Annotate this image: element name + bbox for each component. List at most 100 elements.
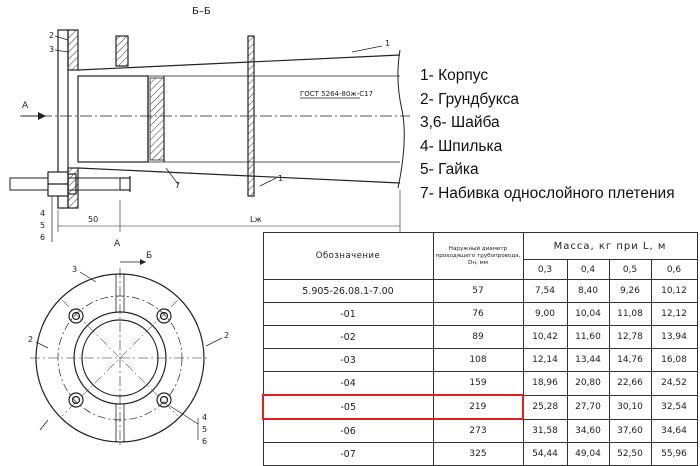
parts-legend: 1- Корпус 2- Грундбукса 3,6- Шайба 4- Шп… [420, 64, 700, 205]
plan-callout-5: 5 [202, 425, 207, 434]
mass-cell: 14,76 [608, 348, 652, 372]
table-row: 5.905-26.08.1-7.00 57 7,54 8,40 9,26 10,… [262, 279, 698, 303]
diameter-cell: 219 [432, 394, 524, 420]
mass-cell: 55,96 [650, 442, 698, 466]
legend-item: 1- Корпус [420, 67, 489, 84]
table-row: -04 159 18,96 20,80 22,66 24,52 [262, 371, 698, 396]
mass-cell: 12,14 [522, 348, 568, 372]
view-a-label: A [114, 239, 121, 249]
section-view: Б–Б A [9, 6, 410, 242]
header-diameter: Наружный диаметр проходящего трубопровод… [432, 232, 524, 280]
designation-cell: -02 [262, 325, 434, 349]
mass-cell: 31,58 [522, 418, 568, 443]
mass-cell: 52,50 [608, 442, 652, 466]
arrow-a-label: A [22, 101, 29, 111]
section-callouts: 2 3 1 1 7 4 5 6 [40, 31, 390, 242]
mass-cell: 37,60 [608, 418, 652, 443]
mass-cell: 12,12 [650, 302, 698, 326]
plan-callouts: 3 2 2 4 5 6 [28, 265, 229, 446]
mass-cell: 34,64 [650, 418, 698, 443]
designation-cell: -04 [262, 371, 434, 396]
callout-1-mid: 1 [278, 174, 283, 183]
table-row: -03 108 12,14 13,44 14,76 16,08 [262, 348, 698, 372]
bolt-ne [156, 308, 172, 324]
table-row: -06 273 31,58 34,60 37,60 34,64 [262, 418, 698, 443]
dim-l: Lж [250, 215, 262, 224]
table-row: -07 325 54,44 49,04 52,50 55,96 [262, 442, 698, 466]
mass-cell: 13,44 [566, 348, 610, 372]
mass-cell: 18,96 [522, 371, 568, 396]
mass-cell: 10,12 [650, 279, 698, 303]
designation-cell: 5.905-26.08.1-7.00 [262, 279, 434, 303]
diameter-cell: 273 [432, 418, 524, 443]
table-row: -02 89 10,42 11,60 12,78 13,94 [262, 325, 698, 349]
mass-cell: 11,08 [608, 302, 652, 326]
mass-cell: 22,66 [608, 371, 652, 396]
section-label: Б–Б [192, 6, 211, 17]
legend-item: 4- Шпилька [420, 137, 503, 155]
legend-item: 7- Набивка однослойного плетения [420, 184, 675, 202]
mass-cell: 16,08 [650, 348, 698, 372]
length-header: 0,5 [608, 259, 652, 280]
section-b-label: Б [146, 251, 152, 261]
callout-1-top: 1 [385, 39, 390, 48]
mass-cell: 9,00 [522, 302, 568, 326]
table-row: -01 76 9,00 10,04 11,08 12,12 [262, 302, 698, 326]
mass-cell: 24,52 [650, 371, 698, 396]
washer-top [115, 35, 129, 67]
plan-callout-2-left: 2 [28, 335, 33, 344]
diameter-cell: 108 [432, 348, 524, 372]
header-designation: Обозначение [262, 232, 434, 280]
mass-cell: 54,44 [522, 442, 568, 466]
table-row-highlighted: -05 219 25,28 27,70 30,10 32,54 [262, 394, 698, 420]
plan-callout-6: 6 [202, 437, 207, 446]
plan-callout-2-right: 2 [224, 331, 229, 340]
gost-label: ГОСТ 5264-80ж-С17 [300, 90, 373, 98]
length-header: 0,3 [522, 259, 568, 280]
plan-view: A Б [30, 239, 223, 448]
header-mass: Масса, кг при L, м [522, 232, 698, 260]
mass-cell: 11,60 [566, 325, 610, 349]
bolt-nw [68, 308, 84, 324]
callout-4: 4 [40, 209, 45, 218]
mass-cell: 13,94 [650, 325, 698, 349]
plan-callout-3: 3 [72, 265, 77, 274]
mass-cell: 10,04 [566, 302, 610, 326]
callout-3: 3 [49, 45, 54, 54]
mass-cell: 27,70 [566, 394, 610, 420]
dim-50: 50 [88, 215, 98, 224]
length-header: 0,6 [650, 259, 698, 280]
legend-item: 5- Гайка [420, 161, 479, 178]
bolt-se [156, 392, 172, 408]
mass-cell: 49,04 [566, 442, 610, 466]
spec-table: Обозначение Наружный диаметр проходящего… [262, 232, 698, 466]
packing [149, 77, 165, 161]
diameter-cell: 159 [432, 371, 524, 396]
legend-item: 2- Грундбукса [420, 90, 520, 108]
diameter-cell: 57 [432, 279, 524, 303]
callout-5: 5 [40, 221, 45, 230]
mass-cell: 9,26 [608, 279, 652, 303]
mass-cell: 10,42 [522, 325, 568, 349]
mass-cell: 32,54 [650, 394, 698, 420]
callout-6: 6 [40, 233, 45, 242]
flange-top [67, 29, 79, 71]
mass-cell: 25,28 [522, 394, 568, 420]
mass-cell: 8,40 [566, 279, 610, 303]
callout-7: 7 [175, 181, 180, 190]
diameter-cell: 89 [432, 325, 524, 349]
diameter-cell: 76 [432, 302, 524, 326]
callout-2: 2 [49, 31, 54, 40]
designation-cell: -03 [262, 348, 434, 372]
diameter-cell: 325 [432, 442, 524, 466]
designation-cell: -07 [262, 442, 434, 466]
mass-cell: 30,10 [608, 394, 652, 420]
mass-cell: 7,54 [522, 279, 568, 303]
mass-cell: 20,80 [566, 371, 610, 396]
designation-cell: -05 [262, 394, 434, 420]
plan-callout-4: 4 [202, 413, 207, 422]
designation-cell: -06 [262, 418, 434, 443]
length-header: 0,4 [566, 259, 610, 280]
designation-cell: -01 [262, 302, 434, 326]
